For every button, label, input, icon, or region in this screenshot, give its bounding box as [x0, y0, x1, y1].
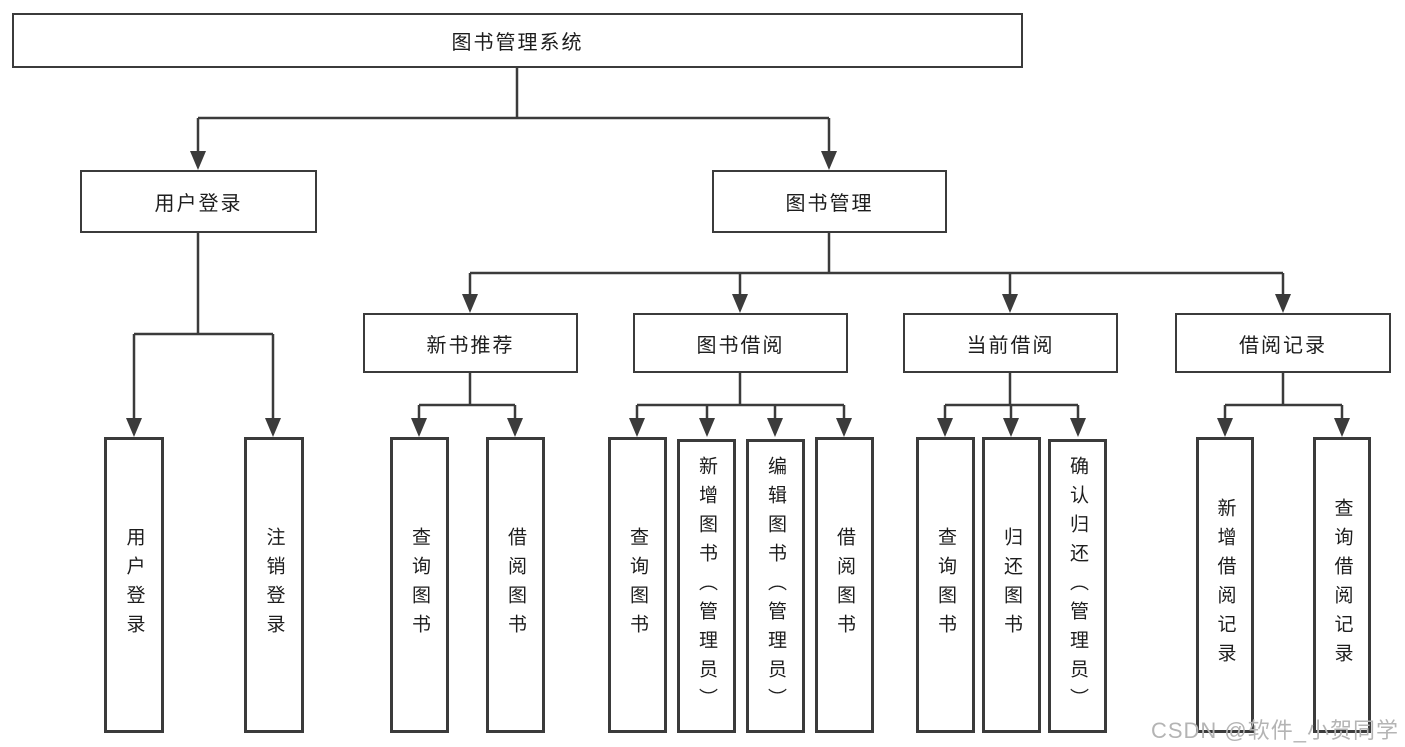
node-book-borrowing: 图书借阅	[633, 313, 848, 373]
node-label: 图书借阅	[696, 334, 785, 357]
node-label: 注销登录	[263, 527, 285, 643]
leaf-user-login: 用户登录	[104, 437, 164, 733]
node-label: 查询借阅记录	[1331, 498, 1353, 672]
node-label: 用户登录	[154, 193, 243, 215]
node-label: 新增借阅记录	[1214, 498, 1236, 672]
node-book-management: 图书管理	[712, 170, 947, 233]
node-borrowing-records: 借阅记录	[1175, 313, 1391, 373]
node-label: 新增图书（管理员）	[696, 455, 717, 717]
leaf-add-borrow-record: 新增借阅记录	[1196, 437, 1254, 733]
node-library-management-system: 图书管理系统	[12, 13, 1023, 68]
node-label: 图书管理系统	[451, 32, 584, 54]
node-label: 确认归还（管理员）	[1067, 455, 1088, 717]
node-label: 借阅图书	[505, 527, 526, 643]
leaf-logout: 注销登录	[244, 437, 304, 733]
leaf-query-borrow-record: 查询借阅记录	[1313, 437, 1371, 733]
node-label: 查询图书	[935, 527, 956, 643]
leaf-query-books-recommend: 查询图书	[390, 437, 449, 733]
leaf-borrow-books-recommend: 借阅图书	[486, 437, 545, 733]
leaf-add-books-admin: 新增图书（管理员）	[677, 439, 736, 733]
node-user-login: 用户登录	[80, 170, 317, 233]
node-label: 查询图书	[627, 527, 648, 643]
csdn-watermark: CSDN @软件_小贺同学	[1150, 718, 1399, 743]
leaf-query-books-borrow: 查询图书	[608, 437, 667, 733]
leaf-edit-books-admin: 编辑图书（管理员）	[746, 439, 805, 733]
leaf-borrow-books: 借阅图书	[815, 437, 874, 733]
node-label: 归还图书	[1001, 527, 1022, 643]
leaf-confirm-return-admin: 确认归还（管理员）	[1048, 439, 1107, 733]
node-label: 编辑图书（管理员）	[765, 455, 786, 717]
node-label: 新书推荐	[426, 334, 515, 357]
node-label: 借阅记录	[1239, 334, 1327, 357]
node-label: 图书管理	[785, 193, 874, 215]
node-label: 当前借阅	[966, 334, 1055, 357]
node-label: 用户登录	[123, 527, 145, 643]
node-label: 借阅图书	[834, 527, 855, 643]
node-current-borrowing: 当前借阅	[903, 313, 1118, 373]
node-label: 查询图书	[409, 527, 430, 643]
leaf-query-books-current: 查询图书	[916, 437, 975, 733]
node-new-book-recommendation: 新书推荐	[363, 313, 578, 373]
leaf-return-books: 归还图书	[982, 437, 1041, 733]
